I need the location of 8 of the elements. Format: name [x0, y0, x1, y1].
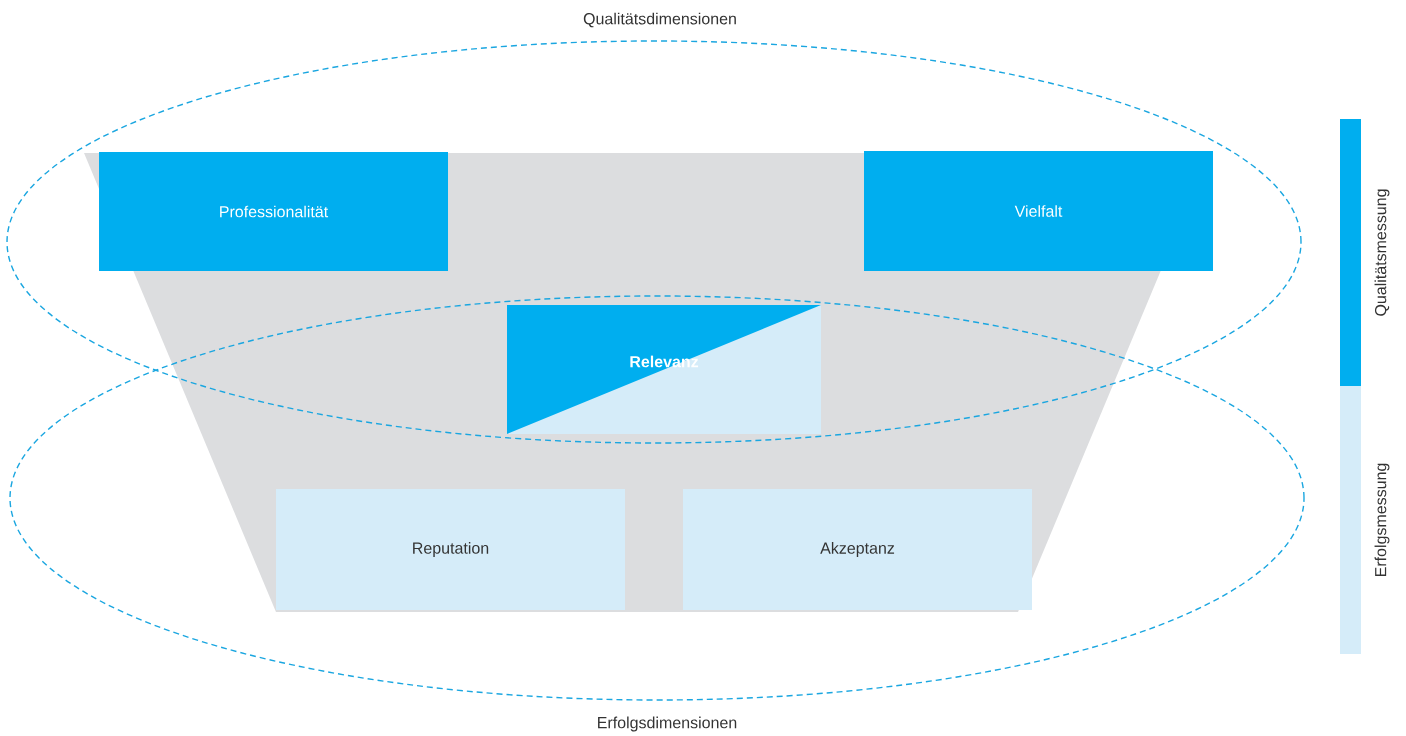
- node-label: Erfolgsdimensionen: [598, 716, 737, 732]
- legend-label: Erfolgsmessung: [1374, 463, 1390, 577]
- legend-label: Qualitätsmessung: [1374, 189, 1390, 316]
- dimension-box: Akzeptanz: [683, 489, 1032, 610]
- dimension-box: Professionalität: [99, 152, 448, 271]
- dimension-box: Reputation: [276, 489, 625, 610]
- dimension-box: Vielfalt: [864, 151, 1213, 271]
- node-label: Qualitätsdimensionen: [583, 12, 736, 28]
